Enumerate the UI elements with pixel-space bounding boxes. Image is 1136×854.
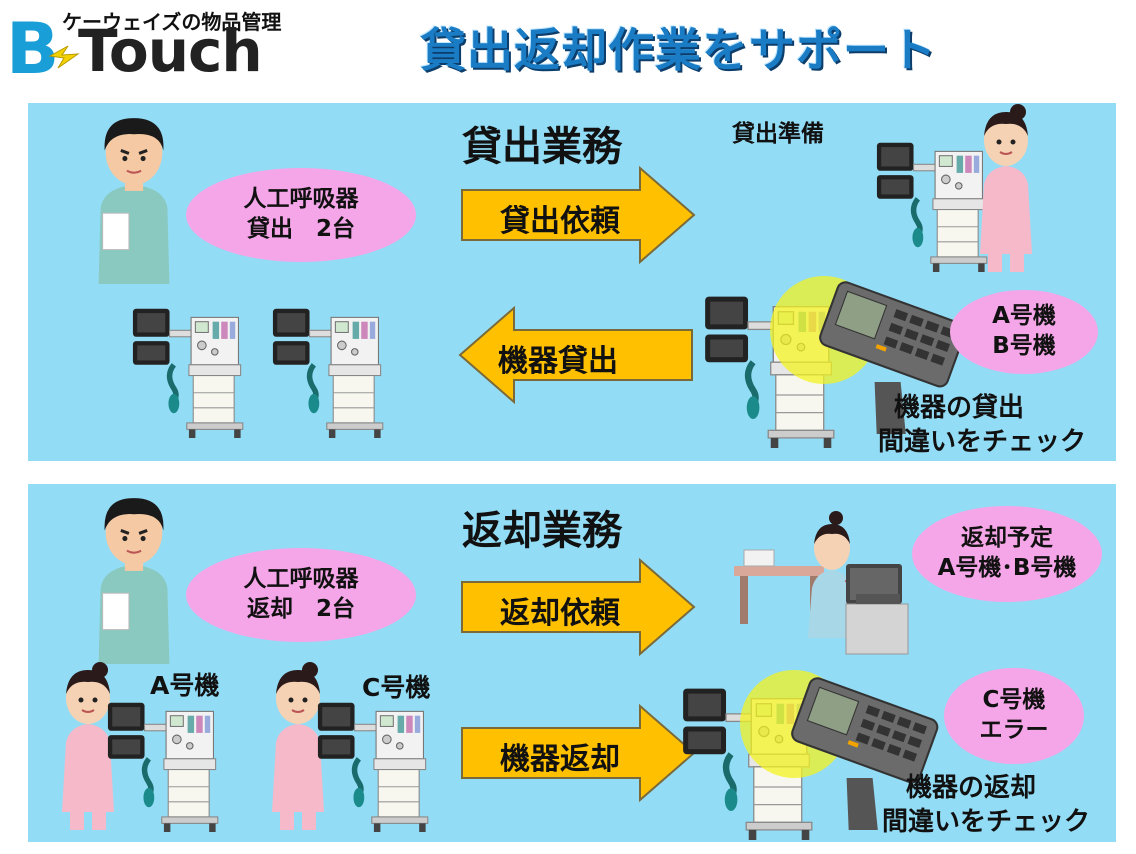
doctor-figure-return	[88, 492, 180, 664]
lending-heading: 貸出業務	[462, 124, 622, 170]
ventilator-1	[130, 298, 250, 438]
prep-label: 貸出準備	[732, 121, 824, 147]
return-request-arrow-label: 返却依頼	[500, 596, 620, 631]
logo-word: Touch	[78, 17, 263, 85]
doctor-figure	[88, 112, 180, 284]
unit-a-label: A号機	[150, 671, 220, 700]
return-check-line1: 機器の返却	[906, 773, 1037, 803]
lend-check-line2: 間違いをチェック	[878, 427, 1087, 457]
reception-desk	[734, 511, 909, 655]
request-arrow-label: 貸出依頼	[500, 204, 620, 239]
scanned-units-bubble: A号機 B号機	[950, 290, 1098, 374]
return-check-line2: 間違いをチェック	[882, 807, 1091, 837]
ventilator-unit-c	[310, 692, 440, 832]
doctor-return-bubble: 人工呼吸器 返却 2台	[186, 548, 416, 642]
request-arrow	[461, 166, 696, 264]
returning-heading: 返却業務	[462, 508, 622, 554]
lightning-bolt-icon	[48, 45, 80, 69]
lend-arrow	[458, 306, 693, 404]
lend-check-line1: 機器の貸出	[894, 393, 1025, 423]
return-arrow-label: 機器返却	[500, 742, 620, 777]
return-request-arrow	[461, 558, 696, 656]
doctor-request-bubble: 人工呼吸器 貸出 2台	[186, 168, 416, 262]
error-bubble: C号機 エラー	[944, 668, 1084, 764]
unit-c-label: C号機	[362, 673, 431, 702]
logo-subtitle: ケーウェイズの物品管理	[62, 10, 282, 34]
nurse-figure	[966, 104, 1046, 274]
return-schedule-bubble: 返却予定 A号機･B号機	[912, 506, 1102, 602]
return-arrow	[461, 704, 696, 802]
logo-letter: B	[6, 8, 60, 90]
ventilator-unit-a	[100, 692, 230, 832]
lend-arrow-label: 機器貸出	[498, 344, 618, 379]
page-title: 貸出返却作業をサポート	[420, 23, 937, 77]
ventilator-2	[270, 298, 390, 438]
